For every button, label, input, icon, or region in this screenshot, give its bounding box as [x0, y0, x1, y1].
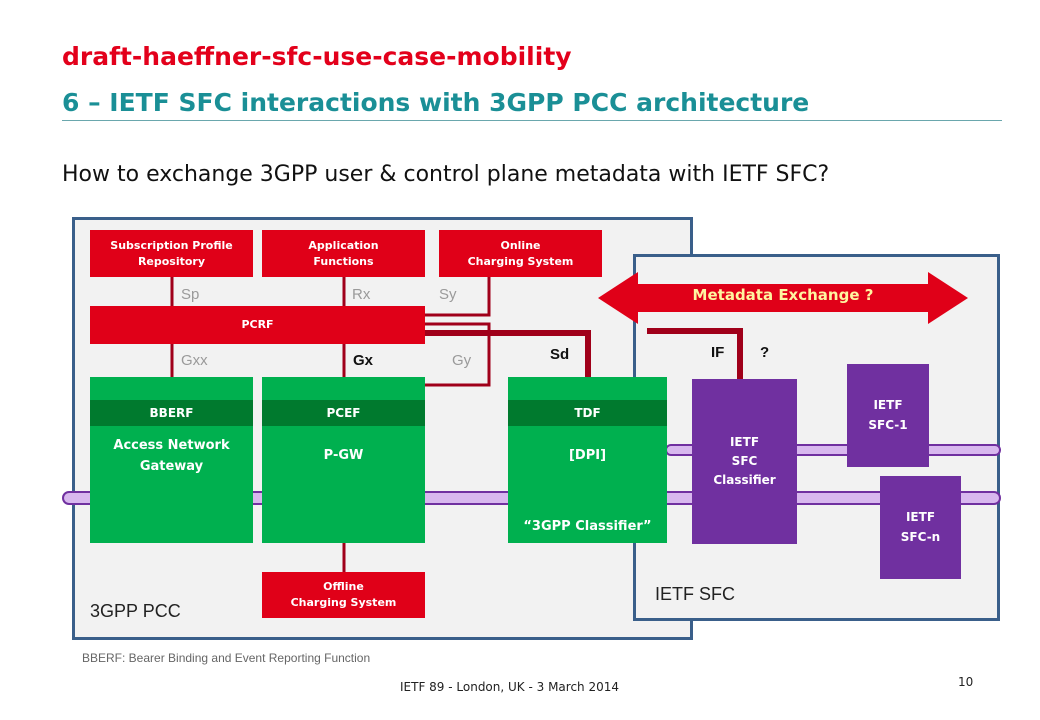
gy-line: [425, 322, 491, 387]
title-divider: [62, 120, 1002, 121]
dpi-label: [DPI]: [568, 448, 607, 463]
pgw-label: P-GW: [323, 448, 364, 463]
classifier-line1: IETF: [729, 434, 760, 449]
gateway-label: Gateway: [139, 458, 204, 474]
classifier-line2: SFC: [731, 453, 758, 468]
if-label: IF: [711, 344, 725, 361]
if-question-label: ?: [760, 344, 770, 361]
slide-title: draft-haeffner-sfc-use-case-mobility: [62, 42, 572, 71]
sfcn-line2: SFC-n: [900, 529, 941, 544]
spr-label-line2: Repository: [137, 254, 206, 268]
page-number: 10: [958, 675, 974, 689]
gxx-label: Gxx: [181, 352, 208, 369]
ocs-label-line2: Charging System: [467, 254, 574, 268]
tdf-header: TDF: [508, 400, 667, 426]
gx-label: Gx: [353, 352, 374, 369]
3gpp-classifier-label: “3GPP Classifier”: [523, 519, 652, 534]
sd-label: Sd: [550, 346, 570, 363]
sfc1-line1: IETF: [873, 398, 903, 413]
af-label-line2: Functions: [313, 254, 374, 268]
gy-label: Gy: [452, 352, 472, 369]
sy-line: [425, 277, 491, 317]
sy-label: Sy: [439, 286, 457, 303]
ietf-sfc-classifier-box: IETF SFC Classifier: [692, 379, 797, 544]
slide-subtitle: 6 – IETF SFC interactions with 3GPP PCC …: [62, 88, 810, 117]
pcc-panel-label: 3GPP PCC: [90, 601, 181, 621]
sd-line: [425, 330, 591, 377]
rx-label: Rx: [352, 286, 371, 303]
bberf-footnote: BBERF: Bearer Binding and Event Reportin…: [82, 651, 371, 665]
sfc-panel-label: IETF SFC: [655, 584, 735, 604]
access-network-label: Access Network: [113, 438, 230, 453]
sfcn-line1: IETF: [905, 510, 936, 525]
sp-label: Sp: [181, 286, 200, 303]
pcrf-label: PCRF: [241, 318, 274, 332]
ietf-sfc-n-box: IETF SFC-n: [880, 476, 961, 579]
ocs-label-line1: Online: [500, 238, 541, 252]
spr-label-line1: Subscription Profile: [110, 238, 233, 252]
ietf-sfc-1-box: IETF SFC-1: [847, 364, 929, 467]
offline-label-line2: Charging System: [290, 596, 397, 609]
question-text: How to exchange 3GPP user & control plan…: [62, 162, 830, 187]
tdf-node: TDF [DPI] “3GPP Classifier”: [508, 377, 667, 543]
pcrf-box: PCRF: [90, 306, 425, 344]
offline-label-line1: Offline: [323, 580, 364, 594]
metadata-exchange-label: Metadata Exchange ?: [692, 286, 874, 304]
slide-footer: IETF 89 - London, UK - 3 March 2014: [400, 680, 620, 694]
classifier-line3: Classifier: [713, 473, 776, 488]
pcef-header: PCEF: [262, 400, 425, 426]
sfc1-line2: SFC-1: [868, 417, 908, 432]
pgw-node: PCEF P-GW: [262, 377, 425, 543]
bberf-header: BBERF: [90, 400, 253, 426]
if-line: [647, 328, 743, 379]
af-label-line1: Application: [308, 238, 379, 252]
access-network-gateway-node: BBERF Access Network Gateway: [90, 377, 253, 543]
metadata-exchange-arrow: [598, 272, 968, 324]
